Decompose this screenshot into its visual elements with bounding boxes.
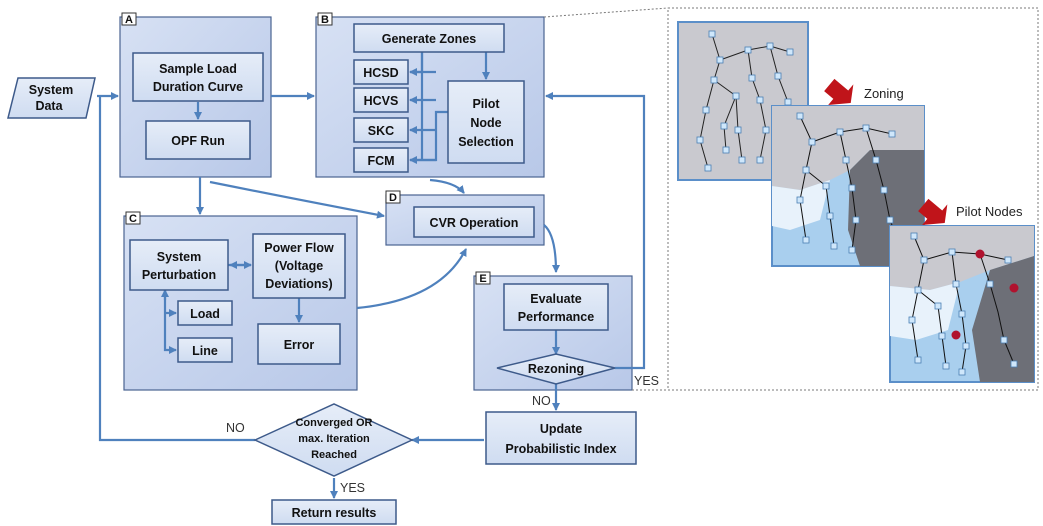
method-fcm-label: FCM <box>367 154 394 168</box>
red-arrow-icon <box>824 78 854 105</box>
power-flow-line-2: (Voltage <box>275 259 323 273</box>
generate-zones-box: Generate Zones <box>353 23 505 53</box>
power-flow-line-3: Deviations) <box>265 277 332 291</box>
no-converged-label: NO <box>226 421 245 435</box>
converged-decision: Converged OR max. Iteration Reached <box>253 403 414 477</box>
red-arrow-icon <box>918 198 948 225</box>
zoning-label: Zoning <box>864 86 904 101</box>
update-line-1: Update <box>540 422 582 436</box>
yes-rezoning-label: YES <box>634 374 659 388</box>
pilot-node-selection-box: Pilot Node Selection <box>447 80 525 164</box>
method-hcvs-label: HCVS <box>364 94 399 108</box>
evaluate-performance-box: Evaluate Performance <box>503 283 609 331</box>
error-box: Error <box>257 323 341 365</box>
converged-line-3: Reached <box>311 449 357 461</box>
generate-zones-label: Generate Zones <box>382 32 477 46</box>
error-label: Error <box>284 338 315 352</box>
pilot-line-1: Pilot <box>472 97 500 111</box>
system-data-node: System Data <box>7 77 96 119</box>
pilot-node-marker <box>975 249 985 259</box>
arrow-c-to-d <box>356 248 467 310</box>
block-a-tag: A <box>125 14 133 26</box>
block-b-tag: B <box>321 14 329 26</box>
perturbation-line-2: Perturbation <box>142 268 216 282</box>
block-e-tag: E <box>479 273 486 285</box>
power-flow-line-1: Power Flow <box>264 241 334 255</box>
pilot-nodes-label: Pilot Nodes <box>956 204 1023 219</box>
method-hcsd-box: HCSD <box>353 59 409 85</box>
sample-load-line-1: Sample Load <box>159 62 237 76</box>
evaluate-line-2: Performance <box>518 310 594 324</box>
pilot-line-3: Selection <box>458 135 514 149</box>
connectors <box>97 52 646 499</box>
system-data-line-2: Data <box>35 99 63 113</box>
sample-load-line-2: Duration Curve <box>153 80 243 94</box>
method-skc-box: SKC <box>353 117 409 143</box>
line-label: Line <box>192 344 218 358</box>
no-rezoning-label: NO <box>532 394 551 408</box>
pilot-line-2: Node <box>470 116 501 130</box>
block-d-tag: D <box>389 192 397 204</box>
pilot-node-marker <box>951 330 961 340</box>
arrow-b-to-d <box>429 178 465 194</box>
converged-line-2: max. Iteration <box>298 433 370 445</box>
system-data-line-1: System <box>29 83 73 97</box>
opf-run-box: OPF Run <box>145 120 251 160</box>
method-fcm-box: FCM <box>353 147 409 173</box>
update-line-2: Probabilistic Index <box>505 442 616 456</box>
perturbation-line-1: System <box>157 250 201 264</box>
line-box: Line <box>177 337 233 363</box>
opf-run-label: OPF Run <box>171 134 224 148</box>
return-results-box: Return results <box>271 499 397 525</box>
arrow-a-to-d <box>209 180 385 219</box>
power-flow-box: Power Flow (Voltage Deviations) <box>252 233 346 299</box>
return-results-label: Return results <box>292 506 377 520</box>
load-label: Load <box>190 307 220 321</box>
sample-load-box: Sample Load Duration Curve <box>132 52 264 102</box>
block-c-tag: C <box>129 213 137 225</box>
system-perturbation-box: System Perturbation <box>129 239 229 291</box>
arrow-converged-no-loop <box>98 96 255 442</box>
method-hcvs-box: HCVS <box>353 87 409 113</box>
load-box: Load <box>177 300 233 326</box>
arrow-d-to-e <box>543 224 560 273</box>
method-hcsd-label: HCSD <box>363 66 398 80</box>
rezoning-label: Rezoning <box>528 362 584 376</box>
arrow-rezoning-yes-to-b <box>545 92 646 370</box>
pilot-node-marker <box>1009 283 1019 293</box>
evaluate-line-1: Evaluate <box>530 292 581 306</box>
callout-lines <box>543 7 1039 391</box>
update-index-box: Update Probabilistic Index <box>485 411 637 465</box>
cvr-operation-box: CVR Operation <box>413 206 535 238</box>
rezoning-decision: Rezoning <box>496 353 616 385</box>
cvr-operation-label: CVR Operation <box>430 216 519 230</box>
converged-line-1: Converged OR <box>295 417 372 429</box>
yes-converged-label: YES <box>340 481 365 495</box>
network-map-pilot-nodes <box>889 225 1035 383</box>
inset-network-maps: Zoning Pilot Nodes <box>677 21 1035 383</box>
method-skc-label: SKC <box>368 124 394 138</box>
arrow-perturb-to-line <box>163 290 177 354</box>
